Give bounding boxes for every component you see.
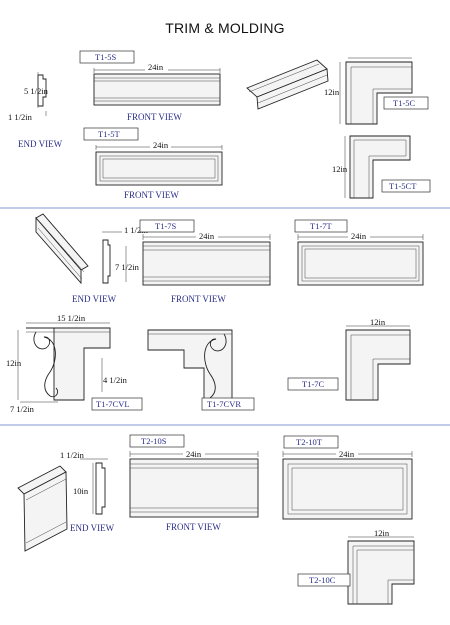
t1-7cvr-corbel — [147, 329, 233, 401]
t2-10c-tag-box — [297, 573, 351, 587]
t1-5-height-dim: 5 1/2in — [24, 86, 49, 96]
t1-5c-tag-box — [383, 96, 429, 110]
t1-5t-width-dim: 24in — [153, 140, 169, 150]
t1-5c-corner — [339, 57, 413, 125]
t1-7s-tag: T1-7S — [155, 221, 177, 231]
t1-7s-front-view — [142, 234, 271, 286]
t1-7t-tag: T1-7T — [310, 221, 333, 231]
t1-7-depth-dim: 1 1/2in — [124, 225, 149, 235]
t2-10c-corner — [347, 536, 415, 605]
t1-7cvl-projection-dim: 7 1/2in — [10, 404, 35, 414]
t1-5c-height-dim: 12in — [324, 87, 340, 97]
t1-7cvl-corbel — [17, 322, 111, 403]
t2-10t-width-dim: 24in — [339, 449, 355, 459]
t2-10-end-view-label: END VIEW — [70, 523, 115, 533]
t1-5s-tag: T1-5S — [95, 52, 117, 62]
t1-7cvl-tag-box — [91, 397, 143, 411]
t1-5t-tag: T1-5T — [98, 129, 121, 139]
t2-10s-tag: T2-10S — [141, 436, 167, 446]
t2-10-perspective — [17, 465, 68, 552]
t1-7s-tag-box — [139, 219, 195, 233]
t1-5s-tag-box — [79, 50, 135, 64]
t1-7-end-view-profile — [102, 231, 127, 284]
t1-7t-width-dim: 24in — [351, 231, 367, 241]
t2-10s-front-view — [129, 451, 259, 518]
t1-7c-width-dim: 12in — [370, 317, 386, 327]
t2-10-depth-dim: 1 1/2in — [60, 450, 85, 460]
t1-7s-width-dim: 24in — [199, 231, 215, 241]
t2-10t-tag-box — [283, 435, 339, 449]
t1-7cvl-tag: T1-7CVL — [96, 399, 130, 409]
t2-10t-front-view — [282, 451, 413, 520]
t1-7t-front-view — [297, 234, 424, 286]
t1-5t-tag-box — [83, 127, 139, 141]
t1-7cvl-depth-dim: 4 1/2in — [103, 375, 128, 385]
t1-5s-front-view — [93, 68, 221, 106]
t1-5-end-view-profile — [37, 72, 47, 116]
t1-5c-tag: T1-5C — [393, 98, 416, 108]
t1-7cvl-height-dim: 12in — [6, 358, 22, 368]
t2-10s-front-view-label: FRONT VIEW — [166, 522, 221, 532]
t1-7t-tag-box — [294, 219, 348, 233]
t1-7-end-view-label: END VIEW — [72, 294, 117, 304]
t2-10c-tag: T2-10C — [309, 575, 336, 585]
page-title: TRIM & MOLDING — [165, 20, 285, 36]
t2-10t-tag: T2-10T — [296, 437, 323, 447]
t1-7-perspective — [35, 213, 89, 285]
t1-5-depth-dim: 1 1/2in — [8, 112, 33, 122]
t2-10s-width-dim: 24in — [186, 449, 202, 459]
t1-7cvr-tag-box — [201, 397, 255, 411]
t1-5t-front-view-label: FRONT VIEW — [124, 190, 179, 200]
t1-7cvr-tag: T1-7CVR — [207, 399, 241, 409]
t1-5ct-tag: T1-5CT — [389, 181, 417, 191]
t2-10s-tag-box — [129, 434, 185, 448]
t2-10-height-dim: 10in — [73, 486, 89, 496]
t1-5ct-corner — [344, 135, 411, 199]
t1-7c-tag-box — [287, 377, 339, 391]
t1-5s-width-dim: 24in — [148, 62, 164, 72]
t1-7c-corner — [345, 325, 411, 401]
t1-5ct-height-dim: 12in — [332, 164, 348, 174]
t1-5ct-tag-box — [381, 179, 431, 193]
t2-10-end-view-profile — [80, 458, 108, 515]
t1-7c-tag: T1-7C — [302, 379, 325, 389]
t1-5s-perspective — [246, 59, 329, 110]
t1-5t-front-view — [95, 145, 223, 186]
t1-7cvl-width-dim: 15 1/2in — [57, 313, 86, 323]
t1-7s-front-view-label: FRONT VIEW — [171, 294, 226, 304]
t2-10c-width-dim: 12in — [374, 528, 390, 538]
t1-5-end-view-label: END VIEW — [18, 139, 63, 149]
t1-5s-front-view-label: FRONT VIEW — [127, 112, 182, 122]
t1-7-height-dim: 7 1/2in — [115, 262, 140, 272]
